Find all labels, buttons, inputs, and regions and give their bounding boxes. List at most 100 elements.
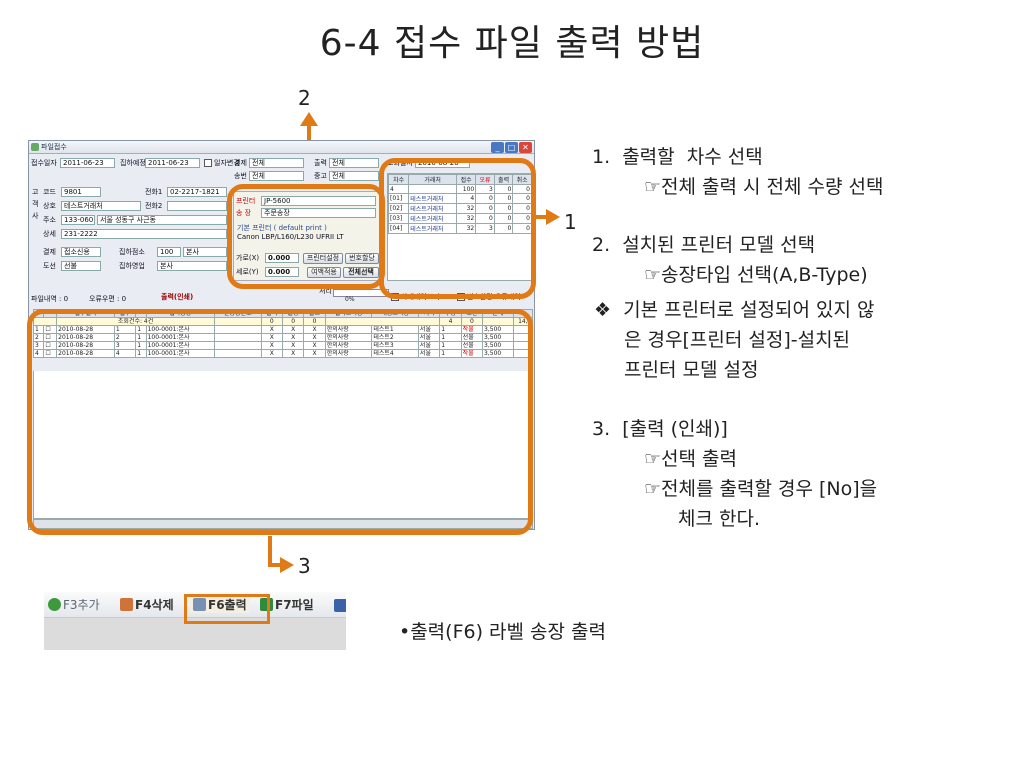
file-toolbar-label: F7파일 [275, 598, 314, 612]
filter-used-select[interactable]: 전체 [329, 171, 379, 181]
x-offset-label: 가로(X) [236, 254, 260, 262]
invoice-label: 송 장 [236, 209, 252, 217]
road-field[interactable]: 선불 [61, 261, 101, 271]
code-label: 코드 [43, 188, 56, 196]
pickup-branch-code[interactable]: 100 [157, 247, 181, 257]
zip-field[interactable]: 133-060 [61, 215, 95, 225]
note-line-3: 프린터 모델 설정 [624, 359, 759, 381]
highlight-print-button [184, 594, 270, 624]
customer-side-label-3: 사 [32, 212, 39, 220]
grid-cell: 착불 [460, 349, 484, 358]
default-printer-name: Canon LBP/L160/L230 UFRII LT [237, 233, 344, 241]
grid-cell: X [303, 349, 326, 358]
printer-setup-button[interactable]: 프린터설정 [303, 253, 343, 264]
pickup-branch-field[interactable]: 본사 [183, 247, 227, 257]
save-icon[interactable] [334, 599, 346, 612]
payment-label: 결제 [43, 248, 56, 256]
customer-side-label-2: 객 [32, 200, 39, 208]
printer-panel [233, 191, 381, 281]
phone1-label: 전화1 [145, 188, 163, 196]
x-offset-field[interactable]: 0.000 [265, 253, 299, 263]
address-label: 주소 [43, 216, 56, 224]
pickup-sales-label: 집하영업 [119, 262, 145, 270]
step3-sub-3: 체크 한다. [678, 508, 760, 530]
step1-sub: ☞전체 출력 시 전체 수량 선택 [644, 176, 884, 198]
filter-print-select[interactable]: 전체 [329, 158, 379, 168]
arrow-2-head [300, 112, 318, 126]
callout-2: 2 [298, 86, 311, 110]
add-icon [48, 598, 61, 611]
close-button[interactable]: ✕ [519, 142, 532, 153]
add-toolbar-button[interactable]: F3추가 [48, 597, 100, 613]
delete-icon [120, 598, 133, 611]
minimize-button[interactable]: _ [491, 142, 504, 153]
callout-3: 3 [298, 554, 311, 578]
printer-select[interactable]: JP-5600 [261, 196, 376, 206]
pickup-date-label: 집하예정 [120, 159, 146, 167]
print-toolbar-button[interactable]: F6출력 [190, 597, 250, 613]
receipt-date-field[interactable]: 2011-06-23 [60, 158, 115, 168]
customer-side-label-1: 고 [32, 188, 39, 196]
invoice-select[interactable]: 주문송장 [261, 208, 376, 218]
maximize-button[interactable]: □ [505, 142, 518, 153]
grid-cell: 4 [32, 349, 45, 358]
delete-toolbar-label: F4삭제 [135, 598, 174, 612]
arrow-1-head [546, 209, 560, 225]
error-count-label: 오류우편 : 0 [89, 295, 127, 303]
highlight-order-list [379, 158, 536, 299]
note-line-2: 은 경우[프린터 설정]-설치된 [624, 329, 851, 351]
detail-field[interactable]: 231-2222 [61, 229, 227, 239]
select-all-button[interactable]: 전체선택 [343, 267, 379, 278]
filter-number-select[interactable]: 전체 [249, 171, 304, 181]
note-line-1: ❖ 기본 프린터로 설정되어 있지 않 [594, 299, 875, 321]
phone2-field[interactable] [167, 201, 227, 211]
highlight-grid [27, 309, 533, 535]
detail-label: 상세 [43, 230, 56, 238]
grid-cell: 100-0001:본사 [145, 349, 216, 358]
processing-label: 처리 [319, 287, 332, 295]
grid-cell: 1 [135, 349, 147, 358]
step3-title: 3. [출력 (인쇄)] [592, 418, 728, 440]
printer-label: 프린터 [236, 197, 256, 205]
inquiry-date-label: 조회일자 [387, 159, 413, 167]
margin-apply-button[interactable]: 여백적용 [307, 267, 341, 278]
payment-field[interactable]: 접소신용 [61, 247, 101, 257]
file-count-label: 파일내역 : 0 [31, 295, 69, 303]
highlight-printer [227, 184, 385, 289]
trade-name-label: 상호 [43, 202, 56, 210]
delete-toolbar-button[interactable]: F4삭제 [120, 597, 174, 613]
order-cell: [04] [387, 223, 410, 234]
add-toolbar-label: F3추가 [63, 598, 100, 612]
y-offset-label: 세로(Y) [236, 268, 259, 276]
filter-payment-select[interactable]: 전체 [249, 158, 304, 168]
slide-title: 6-4 접수 파일 출력 방법 [319, 23, 705, 64]
date-change-checkbox[interactable] [204, 159, 212, 167]
y-offset-field[interactable]: 0.000 [265, 267, 299, 277]
progress-value: 0% [345, 296, 355, 303]
code-field[interactable]: 9801 [61, 187, 101, 197]
print-toolbar-label: F6출력 [208, 598, 247, 612]
step3-sub-1: ☞선택 출력 [644, 448, 737, 470]
arrow-3-line [268, 536, 282, 567]
default-printer-title: 기본 프린터 ( default print ) [237, 224, 327, 232]
number-assign-button[interactable]: 번호할당 [345, 253, 379, 264]
address-field[interactable]: 서울 성동구 사근동 [97, 215, 227, 225]
pickup-date-field[interactable]: 2011-06-23 [145, 158, 200, 168]
step1-title: 1. 출력할 차수 선택 [592, 146, 763, 168]
date-change-label: 일자변경 [214, 159, 240, 167]
app-window: 파일접수 _ □ ✕ 접수일자 2011-06-23 집하예정 2011-06-… [28, 140, 535, 530]
callout-1: 1 [564, 210, 577, 234]
phone1-field[interactable]: 02-2217-1821 [167, 187, 227, 197]
filter-print-label: 출력 [314, 159, 327, 167]
trade-name-field[interactable]: 테스트거래처 [61, 201, 141, 211]
print-tab[interactable]: 출력(인쇄) [161, 293, 194, 301]
pickup-sales-field[interactable]: 본사 [157, 261, 227, 271]
step2-sub: ☞송장타입 선택(A,B-Type) [644, 264, 868, 286]
